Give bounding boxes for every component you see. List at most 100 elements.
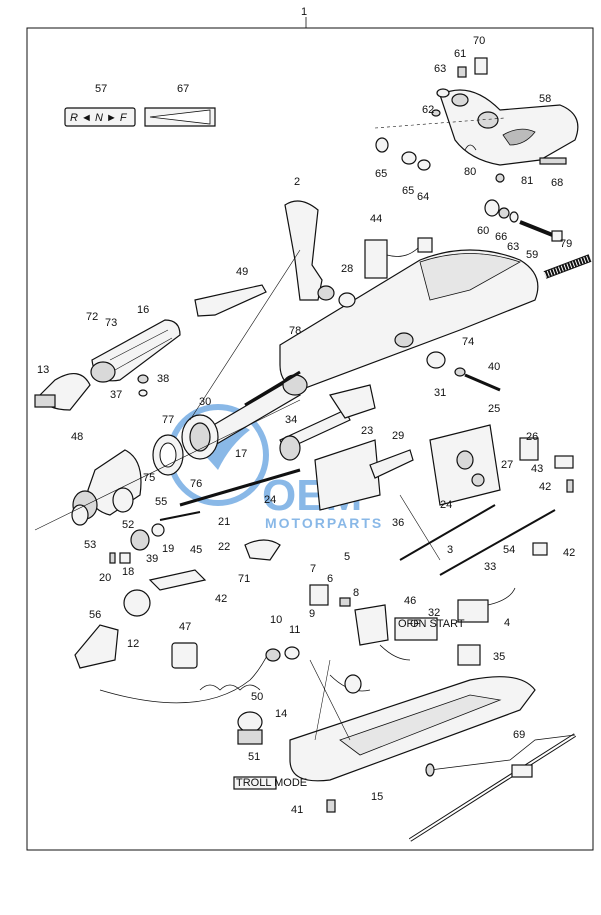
bushing-31 xyxy=(426,351,446,369)
callout-70: 70 xyxy=(473,35,485,47)
callout-48: 48 xyxy=(71,431,83,443)
callout-59: 59 xyxy=(526,249,538,261)
callout-18: 18 xyxy=(122,566,134,578)
bottom-housing-15 xyxy=(289,676,536,782)
callout-47: 47 xyxy=(179,621,191,633)
callout-24a: 24 xyxy=(264,494,276,506)
callout-64: 64 xyxy=(417,191,429,203)
callout-15: 15 xyxy=(371,791,383,803)
callout-42b: 42 xyxy=(563,547,575,559)
plate-23 xyxy=(314,439,381,511)
washer-37 xyxy=(138,389,148,397)
callout-51: 51 xyxy=(248,751,260,763)
friction-ring-30 xyxy=(181,414,219,460)
callout-22: 22 xyxy=(218,541,230,553)
callout-80: 80 xyxy=(464,166,476,178)
callout-24b: 24 xyxy=(440,499,452,511)
lever-22 xyxy=(244,539,281,561)
lanyard-coil xyxy=(99,646,300,704)
callout-69: 69 xyxy=(513,729,525,741)
callout-31: 31 xyxy=(434,387,446,399)
assembly-label: 1 xyxy=(301,6,307,18)
callout-13: 13 xyxy=(37,364,49,376)
callout-71: 71 xyxy=(238,573,250,585)
callout-14: 14 xyxy=(275,708,287,720)
callout-55: 55 xyxy=(155,496,167,508)
ring-77 xyxy=(152,434,184,476)
bolt-40 xyxy=(464,373,501,392)
diagram-frame xyxy=(26,27,594,851)
key-47 xyxy=(171,642,198,669)
callout-9: 9 xyxy=(309,608,315,620)
collar-52 xyxy=(112,487,134,513)
callout-56: 56 xyxy=(89,609,101,621)
callout-58: 58 xyxy=(539,93,551,105)
bracket-arm-34 xyxy=(329,384,376,419)
callout-72: 72 xyxy=(86,311,98,323)
guide-line-3 xyxy=(399,494,441,561)
callout-32: 32 xyxy=(428,607,440,619)
arm-45 xyxy=(148,569,207,591)
switch-plate-46: OFF ON START xyxy=(394,617,465,641)
rod-21 xyxy=(159,511,201,521)
callout-19: 19 xyxy=(162,543,174,555)
callout-74: 74 xyxy=(462,336,474,348)
callout-68: 68 xyxy=(551,177,563,189)
washer-38 xyxy=(137,374,149,384)
washer-74 xyxy=(454,367,466,377)
shift-decal: R ◄ N ► F xyxy=(64,107,136,127)
troll-mode-decal-51: TROLL MODE xyxy=(233,776,307,790)
screw-41 xyxy=(326,799,336,813)
callout-77: 77 xyxy=(162,414,174,426)
harness-4 xyxy=(487,587,516,606)
callout-7: 7 xyxy=(310,563,316,575)
callout-39: 39 xyxy=(146,553,158,565)
callout-2: 2 xyxy=(294,176,300,188)
shaft-17 xyxy=(179,468,301,507)
knob-13 xyxy=(34,373,91,411)
shift-lever-2 xyxy=(284,200,356,308)
callout-6: 6 xyxy=(327,573,333,585)
callout-35: 35 xyxy=(493,651,505,663)
grip-16 xyxy=(90,319,181,383)
shift-decal-text: R ◄ N ► F xyxy=(70,112,128,124)
callout-76: 76 xyxy=(190,478,202,490)
callout-43: 43 xyxy=(531,463,543,475)
tiller-handle-78 xyxy=(279,249,539,391)
callout-42c: 42 xyxy=(215,593,227,605)
connector-4 xyxy=(457,599,489,623)
guide-line-2 xyxy=(189,249,301,421)
callout-44: 44 xyxy=(370,213,382,225)
callout-34: 34 xyxy=(285,414,297,426)
ignition-12 xyxy=(123,589,151,617)
bracket-49 xyxy=(194,284,267,317)
callout-33: 33 xyxy=(484,561,496,573)
callout-40: 40 xyxy=(488,361,500,373)
callout-41: 41 xyxy=(291,804,303,816)
callout-45: 45 xyxy=(190,544,202,556)
callout-4: 4 xyxy=(504,617,510,629)
callout-78: 78 xyxy=(289,325,301,337)
guide-line-5 xyxy=(314,659,331,741)
troll-switch-body xyxy=(237,729,263,745)
callout-57: 57 xyxy=(95,83,107,95)
callout-10: 10 xyxy=(270,614,282,626)
troll-switch-50 xyxy=(237,711,263,733)
callout-16: 16 xyxy=(137,304,149,316)
callout-75: 75 xyxy=(143,472,155,484)
throttle-shaft xyxy=(204,370,308,446)
callout-20: 20 xyxy=(99,572,111,584)
callout-29: 29 xyxy=(392,430,404,442)
switch-44 xyxy=(364,237,433,279)
dash-leader xyxy=(374,117,506,129)
callout-46: 46 xyxy=(404,595,416,607)
callout-54: 54 xyxy=(503,544,515,556)
pin-20 xyxy=(109,552,116,564)
switch-box-25 xyxy=(429,424,501,506)
clip-18 xyxy=(119,552,131,564)
callout-67: 67 xyxy=(177,83,189,95)
callout-12: 12 xyxy=(127,638,139,650)
callout-49: 49 xyxy=(236,266,248,278)
